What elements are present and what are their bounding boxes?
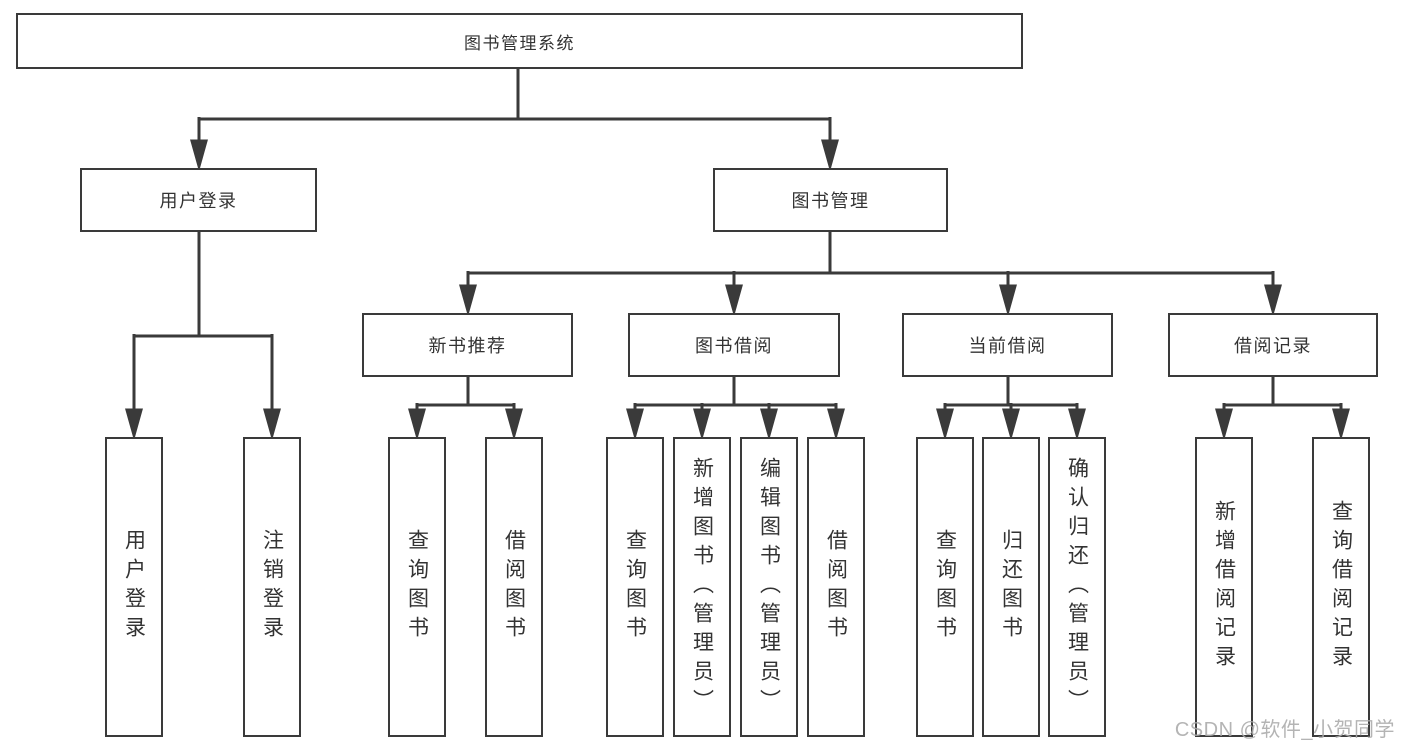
connector-user-login-children: [125, 232, 281, 441]
leaf-borrow-book-borrow-label: 借阅图书: [824, 529, 848, 645]
leaf-borrow-book-rec-label: 借阅图书: [502, 529, 526, 645]
node-new-book-rec: 新书推荐: [362, 313, 573, 377]
node-new-book-rec-label: 新书推荐: [428, 336, 507, 356]
leaf-query-book-rec-label: 查询图书: [405, 529, 429, 645]
leaf-logout: 注销登录: [243, 437, 301, 737]
node-book-mgmt: 图书管理: [713, 168, 948, 232]
node-borrow-records-label: 借阅记录: [1234, 336, 1312, 356]
node-user-login: 用户登录: [80, 168, 317, 232]
node-system-root: 图书管理系统: [16, 13, 1023, 69]
leaf-return-book: 归还图书: [982, 437, 1040, 737]
leaf-confirm-return-admin: 确认归还（管理员）: [1048, 437, 1106, 737]
csdn-watermark: CSDN @软件_小贺同学: [1174, 719, 1395, 741]
connector-borrow-records-children: [1215, 377, 1350, 441]
node-book-mgmt-label: 图书管理: [791, 191, 870, 211]
node-book-borrow: 图书借阅: [628, 313, 840, 377]
leaf-query-book-borrow-label: 查询图书: [623, 529, 647, 645]
leaf-add-borrow-record: 新增借阅记录: [1195, 437, 1253, 737]
leaf-query-book-rec: 查询图书: [388, 437, 446, 737]
connector-book-mgmt-to-level3: [459, 232, 1282, 317]
connector-current-borrow-children: [936, 377, 1086, 441]
leaf-user-login-label: 用户登录: [122, 529, 146, 645]
leaf-borrow-book-rec: 借阅图书: [485, 437, 543, 737]
node-system-root-label: 图书管理系统: [464, 33, 575, 53]
leaf-edit-book-admin: 编辑图书（管理员）: [740, 437, 798, 737]
node-borrow-records: 借阅记录: [1168, 313, 1378, 377]
node-current-borrow-label: 当前借阅: [968, 336, 1047, 356]
leaf-add-book-admin: 新增图书（管理员）: [673, 437, 731, 737]
leaf-add-borrow-record-label: 新增借阅记录: [1212, 500, 1236, 674]
leaf-borrow-book-borrow: 借阅图书: [807, 437, 865, 737]
node-book-borrow-label: 图书借阅: [695, 336, 773, 356]
leaf-query-borrow-record: 查询借阅记录: [1312, 437, 1370, 737]
leaf-logout-label: 注销登录: [260, 529, 284, 645]
connector-new-book-rec-children: [408, 377, 523, 441]
leaf-confirm-return-admin-label: 确认归还（管理员）: [1065, 456, 1089, 718]
leaf-query-book-borrow: 查询图书: [606, 437, 664, 737]
leaf-query-book-current-label: 查询图书: [933, 529, 957, 645]
node-current-borrow: 当前借阅: [902, 313, 1113, 377]
leaf-add-book-admin-label: 新增图书（管理员）: [690, 456, 714, 718]
leaf-user-login: 用户登录: [105, 437, 163, 737]
leaf-return-book-label: 归还图书: [999, 529, 1023, 645]
leaf-query-book-current: 查询图书: [916, 437, 974, 737]
node-user-login-label: 用户登录: [159, 191, 238, 211]
connector-book-borrow-children: [626, 377, 845, 441]
leaf-edit-book-admin-label: 编辑图书（管理员）: [757, 456, 781, 718]
connector-root-to-level2: [190, 69, 839, 172]
leaf-query-borrow-record-label: 查询借阅记录: [1329, 500, 1353, 674]
